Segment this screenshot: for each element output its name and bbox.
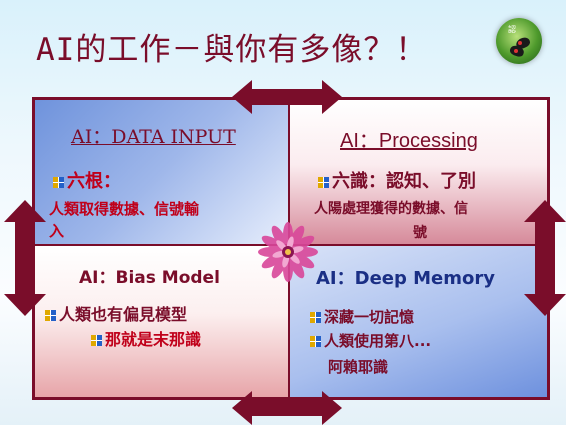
double-arrow-icon: [4, 200, 46, 316]
quadrant-bias-model: AI：Bias Model 人類也有偏見模型 那就是末那識: [32, 244, 288, 400]
q1-body-line1: 人類取得數據、信號輸: [49, 200, 200, 218]
q3-heading: AI：Bias Model: [79, 268, 220, 288]
q3-line1-text: 人類也有偏見模型: [59, 305, 188, 324]
logo-text: 認: [508, 25, 516, 34]
q4-line2-text: 人類使用第八...: [324, 332, 432, 350]
q3-line1: 人類也有偏見模型: [45, 301, 187, 325]
bullet-icon: [53, 177, 64, 188]
q1-subheading: 六根：: [53, 167, 121, 193]
q1-subheading-text: 六根：: [67, 171, 121, 192]
q4-line3: 阿賴耶識: [328, 358, 389, 376]
bullet-icon: [310, 312, 321, 323]
quadrant-processing: AI：Processing 六識：認知、了別 人陽處理獲得的數據、信 號: [288, 97, 550, 244]
q2-body-line1: 人陽處理獲得的數據、信: [314, 201, 468, 217]
q4-heading: AI：Deep Memory: [316, 268, 495, 289]
q4-line1: 深藏一切記憶: [310, 306, 414, 327]
q3-line2: 那就是末那識: [91, 326, 201, 350]
bullet-icon: [310, 336, 321, 347]
quadrant-deep-memory: AI：Deep Memory 深藏一切記憶 人類使用第八... 阿賴耶識: [288, 244, 550, 400]
double-arrow-icon: [524, 200, 566, 316]
bullet-icon: [318, 177, 329, 188]
q4-line2: 人類使用第八...: [310, 330, 431, 351]
q1-body-line2: 入: [49, 222, 65, 240]
q3-line2-text: 那就是末那識: [105, 330, 202, 349]
q2-subheading-text: 六識：認知、了別: [332, 171, 476, 192]
q2-subheading: 六識：認知、了別: [318, 167, 476, 193]
bullet-icon: [45, 310, 56, 321]
q2-body-line2: 號: [413, 225, 427, 241]
butterfly-logo-icon: 認: [496, 18, 542, 64]
q4-line1-text: 深藏一切記憶: [324, 308, 415, 326]
q1-heading: AI：DATA INPUT: [71, 126, 236, 148]
flower-icon: [258, 222, 318, 282]
quadrant-data-input: AI：DATA INPUT 六根： 人類取得數據、信號輸 入: [32, 97, 288, 244]
double-arrow-icon: [232, 80, 342, 114]
slide-title: AI的工作－與你有多像？！: [36, 32, 428, 68]
bullet-icon: [91, 335, 102, 346]
q2-heading: AI：Processing: [340, 130, 478, 152]
double-arrow-icon: [232, 391, 342, 425]
